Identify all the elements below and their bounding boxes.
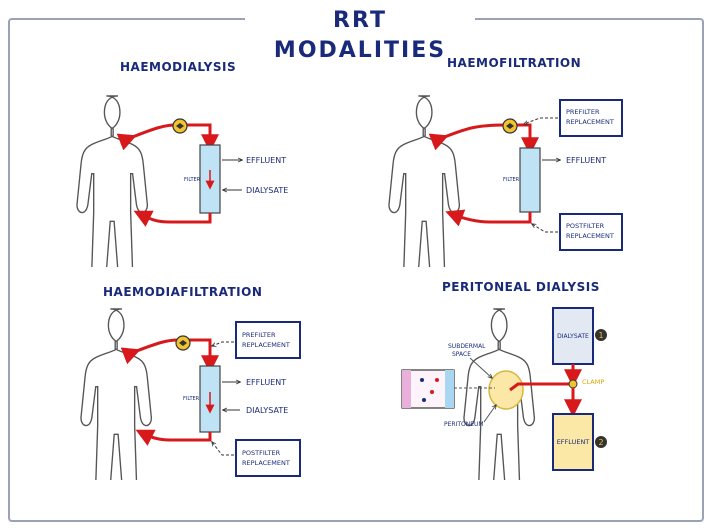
panel-haemodiafiltration: FILTER PREFILTER REPLACEMENT EFFLUENT DI… (80, 308, 301, 480)
panel-title-haemodialysis: HAEMODIALYSIS (120, 60, 237, 74)
pump-rotor-icon (506, 123, 514, 129)
panel-title-haemofiltration: HAEMOFILTRATION (447, 56, 582, 70)
blood-line-out (120, 338, 179, 365)
subdermal-label-2: SPACE (452, 351, 471, 358)
subdermal-label-1: SUBDERMAL (448, 343, 486, 350)
panel-title-peritoneal-dialysis: PERITONEAL DIALYSIS (442, 280, 600, 294)
step-2-badge (595, 436, 607, 448)
dialysate-bag-label: DIALYSATE (557, 333, 589, 340)
postfilter-label-2: REPLACEMENT (242, 459, 290, 467)
effluent-bag-label: EFFLUENT (557, 438, 590, 446)
membrane-inset-fluid (445, 370, 454, 408)
blood-line-return (445, 209, 532, 227)
postfilter-label-1: POSTFILTER (242, 449, 281, 457)
subdermal-arrow (469, 357, 492, 378)
dialysate-label: DIALYSATE (246, 406, 288, 415)
filter-cartridge (519, 147, 541, 213)
dialysate-bag (552, 307, 594, 365)
panel-haemodialysis: FILTER EFFLUENT DIALYSATE (76, 95, 288, 267)
effluent-bag (552, 413, 594, 471)
prefilter-box (235, 321, 301, 359)
prefilter-label-1: PREFILTER (242, 331, 276, 339)
blood-line-return (133, 210, 212, 227)
body-outline (80, 308, 153, 480)
clamp-icon (568, 379, 578, 389)
postfilter-arrow (532, 224, 558, 233)
blood-line-out (428, 123, 506, 151)
prefilter-label-2: REPLACEMENT (566, 118, 614, 126)
prefilter-label-1: PREFILTER (566, 108, 600, 116)
prefilter-arrow (212, 341, 234, 346)
effluent-label: EFFLUENT (246, 378, 286, 387)
filter-label: FILTER (183, 396, 200, 402)
postfilter-arrow (212, 442, 234, 456)
peritoneum-arrow (483, 405, 496, 423)
pump-rotor-icon (179, 340, 187, 346)
blood-line-to-filter (188, 338, 219, 374)
membrane-inset-blood (402, 370, 411, 408)
postfilter-label-1: POSTFILTER (566, 222, 605, 230)
poster-title: RRT MODALITIES (245, 6, 475, 63)
prefilter-box (559, 99, 623, 137)
step-2-number: 2 (598, 438, 603, 447)
prefilter-arrow (524, 117, 558, 124)
solute-dot (435, 378, 439, 382)
blood-line-to-filter (185, 123, 219, 153)
panel-title-haemodiafiltration: HAEMODIAFILTRATION (103, 285, 263, 299)
prefilter-label-2: REPLACEMENT (242, 341, 290, 349)
panel-peritoneal-dialysis: SUBDERMAL SPACE PERITONEUM DIALYSATE 1 C… (401, 307, 607, 480)
solute-dot (420, 378, 424, 382)
postfilter-box (235, 439, 301, 477)
blood-line-return (135, 429, 212, 446)
solute-dot (430, 390, 434, 394)
clamp-label: CLAMP (582, 378, 604, 386)
peritoneal-cavity (488, 370, 524, 410)
step-1-number: 1 (598, 331, 603, 340)
body-outline (388, 95, 461, 267)
peritoneum-label: PERITONEUM (444, 421, 484, 428)
filter-label: FILTER (184, 177, 201, 183)
postfilter-label-2: REPLACEMENT (566, 232, 614, 240)
panel-haemofiltration: FILTER PREFILTER REPLACEMENT EFFLUENT PO… (388, 95, 623, 267)
dialysate-label: DIALYSATE (246, 186, 288, 195)
body-outline (76, 95, 149, 267)
effluent-label: EFFLUENT (566, 156, 606, 165)
blood-line-out (116, 123, 176, 151)
pump-rotor-icon (176, 123, 184, 129)
filter-label: FILTER (503, 177, 520, 183)
catheter-line (509, 382, 573, 392)
step-1-badge (595, 329, 607, 341)
postfilter-box (559, 213, 623, 251)
effluent-label: EFFLUENT (246, 156, 286, 165)
solute-dot (422, 398, 426, 402)
blood-line-to-filter (515, 123, 539, 156)
